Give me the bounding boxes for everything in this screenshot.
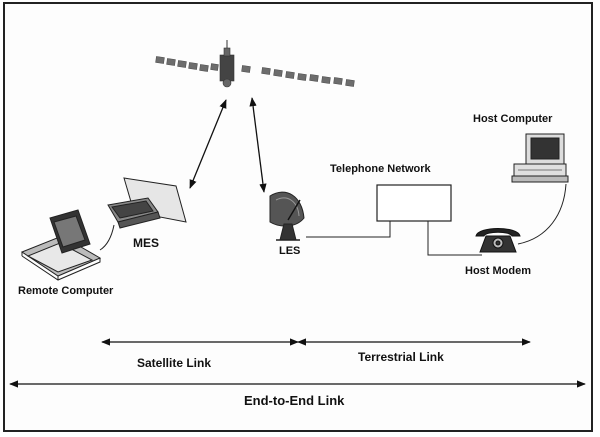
telephone-network-label: Telephone Network <box>330 163 431 175</box>
satellite-link-label: Satellite Link <box>137 356 212 370</box>
laptop-icon <box>20 209 102 281</box>
uplink-les-arrow <box>249 97 267 193</box>
remote-computer-label: Remote Computer <box>18 285 114 297</box>
host-modem-label: Host Modem <box>465 265 531 277</box>
dish-antenna-icon <box>269 191 305 241</box>
desktop-computer-icon <box>511 133 569 183</box>
mes-label: MES <box>133 236 160 250</box>
les-network-line <box>306 221 391 238</box>
host-computer-label: Host Computer <box>473 113 553 125</box>
telephone-network-box <box>376 184 452 222</box>
les-label: LES <box>279 245 301 257</box>
terrestrial-link-label: Terrestrial Link <box>358 350 444 364</box>
laptop-mes-link <box>99 224 115 251</box>
end-to-end-link-label: End-to-End Link <box>244 393 345 408</box>
telephone-icon <box>475 228 521 253</box>
satellite-icon <box>155 40 355 88</box>
uplink-mes-arrow <box>189 99 227 189</box>
network-modem-line <box>427 221 482 256</box>
modem-host-link <box>517 183 567 245</box>
mobile-earth-station-icon <box>107 177 187 229</box>
